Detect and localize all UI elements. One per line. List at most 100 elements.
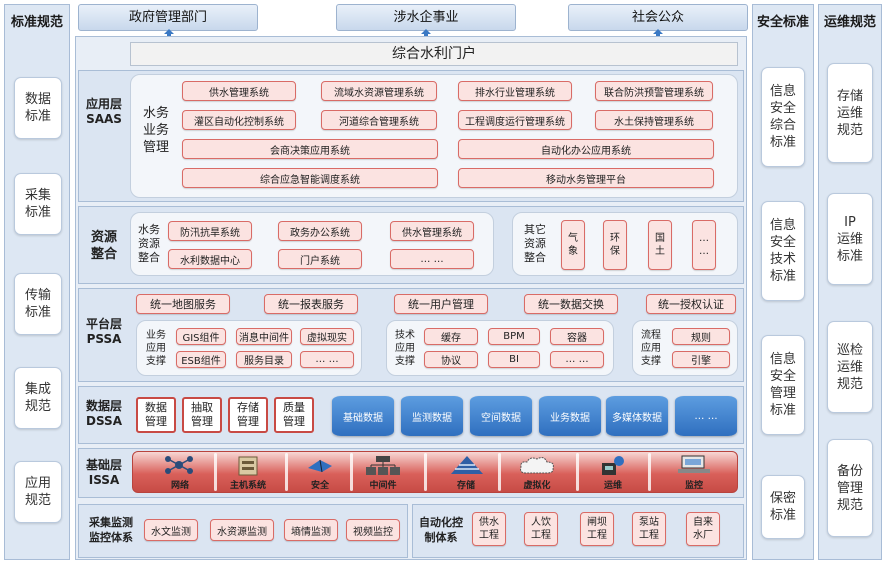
monitor-icon [678, 455, 710, 473]
infra-separator [350, 453, 353, 491]
business-support-item: GIS组件 [176, 328, 226, 345]
platform-service: 统一数据交换 [524, 294, 618, 314]
app-system: 水土保持管理系统 [595, 110, 713, 130]
infra-separator [576, 453, 579, 491]
database-cylinder: … … [675, 396, 737, 436]
infra-monitor: 监控 [684, 481, 703, 491]
resource-land: 国 土 [648, 220, 672, 270]
tech-support-item: … … [550, 351, 604, 368]
platform-service: 统一授权认证 [646, 294, 736, 314]
database-cylinder: 业务数据 [539, 396, 601, 436]
resource-layer-label: 资源 整合 [90, 230, 117, 262]
app-system: 流域水资源管理系统 [321, 81, 437, 101]
security-general-standard: 信息 安全 综合 标准 [761, 67, 805, 167]
database-cylinder: 空间数据 [470, 396, 532, 436]
app-system: 工程调度运行管理系统 [458, 110, 572, 130]
other-resource-integration: 其它 资源 整合 [524, 223, 546, 264]
cloud-icon [520, 457, 554, 474]
integration-spec: 集成 规范 [14, 367, 62, 429]
ops-column: 运维规范 存储 运维 规范 IP 运维 标准 巡检 运维 规范 备份 管理 规范 [818, 4, 882, 560]
platform-service: 统一地图服务 [136, 294, 230, 314]
confidentiality-standard: 保密 标准 [761, 475, 805, 539]
ip-ops-standard: IP 运维 标准 [827, 193, 873, 285]
app-system: 自动化办公应用系统 [458, 139, 714, 159]
app-system: 河道综合管理系统 [321, 110, 437, 130]
infra-layer-label: 基础层 ISSA [85, 458, 122, 487]
infra-separator [424, 453, 427, 491]
process-support-item: 引擎 [672, 351, 730, 368]
business-support-label: 业务 应用 支撑 [146, 329, 166, 367]
process-support-item: 规则 [672, 328, 730, 345]
tech-support-label: 技术 应用 支撑 [395, 329, 415, 367]
ops-title: 运维规范 [823, 15, 876, 30]
resource-environment: 环 保 [603, 220, 627, 270]
infra-ops: 运维 [603, 481, 622, 491]
app-system: 综合应急智能调度系统 [182, 168, 438, 188]
database-cylinder: 基础数据 [332, 396, 394, 436]
process-support-label: 流程 应用 支撑 [641, 329, 661, 367]
resource-item: 门户系统 [278, 249, 362, 269]
infra-separator [214, 453, 217, 491]
standards-column: 标准规范 数据 标准 采集 标准 传输 标准 集成 规范 应用 规范 [4, 4, 70, 560]
user-public: 社会公众 [568, 4, 748, 31]
security-mgmt-standard: 信息 安全 管理 标准 [761, 335, 805, 435]
infra-network: 网络 [170, 481, 189, 491]
network-icon [165, 456, 193, 474]
business-support-item: 消息中间件 [236, 328, 292, 345]
automation-item: 供水 工程 [472, 512, 506, 546]
data-layer-label: 数据层 DSSA [85, 399, 122, 428]
security-column: 安全标准 信息 安全 综合 标准 信息 安全 技术 标准 信息 安全 管理 标准… [752, 4, 814, 560]
data-mgmt-box: 数据 管理 [136, 397, 176, 433]
app-system: 移动水务管理平台 [458, 168, 714, 188]
platform-service: 统一报表服务 [264, 294, 358, 314]
resource-item: … … [390, 249, 474, 269]
ops-icon [602, 456, 624, 475]
data-standard: 数据 标准 [14, 77, 62, 139]
infra-middleware: 中间件 [369, 481, 397, 491]
data-mgmt-box: 抽取 管理 [182, 397, 222, 433]
security-icon [308, 459, 332, 473]
tech-support-item: 缓存 [424, 328, 478, 345]
middleware-icon [366, 456, 400, 475]
storage-icon [451, 456, 483, 474]
business-support-item: 服务目录 [236, 351, 292, 368]
infra-storage: 存储 [456, 481, 475, 491]
application-layer-label: 应用层 SAAS [85, 97, 122, 126]
automation-item: 闸坝 工程 [580, 512, 614, 546]
storage-ops-spec: 存储 运维 规范 [827, 63, 873, 163]
automation-item: 人饮 工程 [524, 512, 558, 546]
resource-more: … … [692, 220, 716, 270]
data-mgmt-box: 存储 管理 [228, 397, 268, 433]
business-support-item: … … [300, 351, 354, 368]
app-system: 联合防洪预警管理系统 [595, 81, 713, 101]
application-spec: 应用 规范 [14, 461, 62, 523]
infra-host: 主机系统 [229, 481, 266, 491]
water-business-mgmt: 水务 业务 管理 [142, 105, 169, 155]
collection-standard: 采集 标准 [14, 173, 62, 235]
standards-title: 标准规范 [10, 15, 63, 30]
collection-layer-label: 采集监测 监控体系 [89, 516, 133, 544]
infra-separator [648, 453, 651, 491]
server-icon [238, 456, 258, 476]
collection-item: 视频监控 [346, 519, 400, 541]
app-system: 排水行业管理系统 [458, 81, 572, 101]
infra-security: 安全 [310, 481, 329, 491]
resource-item: 防汛抗旱系统 [168, 221, 252, 241]
infra-bar [132, 451, 738, 493]
infra-separator [498, 453, 501, 491]
backup-mgmt-spec: 备份 管理 规范 [827, 439, 873, 537]
collection-item: 水资源监测 [210, 519, 274, 541]
tech-support-item: 容器 [550, 328, 604, 345]
user-government: 政府管理部门 [78, 4, 258, 31]
user-enterprise: 涉水企事业 [336, 4, 516, 31]
resource-item: 政务办公系统 [278, 221, 362, 241]
automation-layer-label: 自动化控 制体系 [419, 516, 463, 544]
water-portal: 综合水利门户 [130, 42, 738, 66]
water-resource-integration: 水务 资源 整合 [138, 223, 160, 264]
platform-layer-label: 平台层 PSSA [85, 317, 122, 346]
automation-item: 自来 水厂 [686, 512, 720, 546]
business-support-item: 虚拟现实 [300, 328, 354, 345]
inspection-ops-spec: 巡检 运维 规范 [827, 321, 873, 413]
resource-weather: 气 象 [561, 220, 585, 270]
tech-support-item: BPM [488, 328, 540, 345]
